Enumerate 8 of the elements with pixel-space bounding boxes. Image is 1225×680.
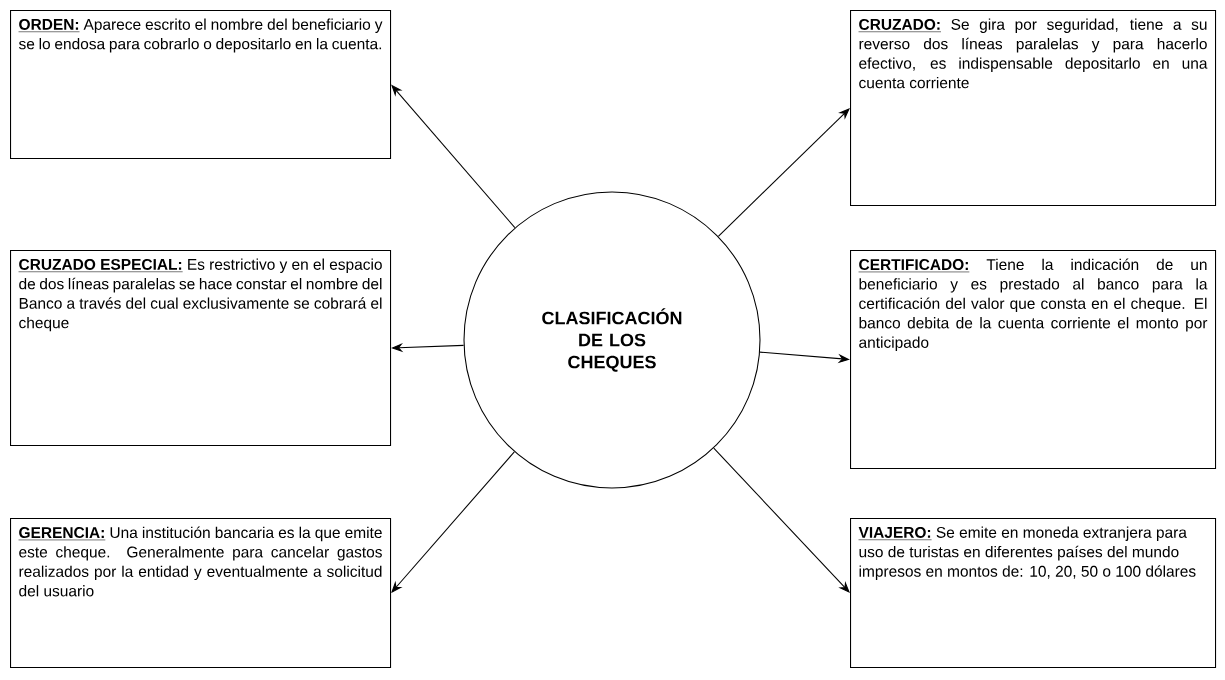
text-box: CRUZADO: Se gira por seguridad, tiene a su reverso dos líneas paralelas y para hacerlo efectivo, es indispensable depositarlo en una cuenta corriente [850, 10, 1217, 207]
text-box: CERTIFICADO: Tiene la indicación de un beneficiario y es prestado al banco para la certificación del valor que consta en el cheque. El banco debita de la cuenta corriente el monto por anticipado [850, 250, 1217, 470]
text-box: ORDEN: Aparece escrito el nombre del beneficiario y se lo endosa para cobrarlo o depositarlo en la cuenta. [10, 10, 392, 160]
arrow [713, 447, 850, 593]
arrow [717, 108, 850, 237]
text-box: VIAJERO: Se emite en moneda extranjera para uso de turistas en diferentes países del mundo impresos en montos de: 10, 20, 50 o 100 dólares [850, 518, 1217, 669]
text-box: CRUZADO ESPECIAL: Es restrictivo y en el espacio de dos líneas paralelas se hace constar el nombre del Banco a través del cual exclusivamente se cobrará el cheque [10, 250, 392, 447]
text-box: GERENCIA: Una institución bancaria es la que emite este cheque. Generalmente para cancelar gastos realizados por la entidad y eventualmente a solicitud del usuario [10, 518, 392, 669]
